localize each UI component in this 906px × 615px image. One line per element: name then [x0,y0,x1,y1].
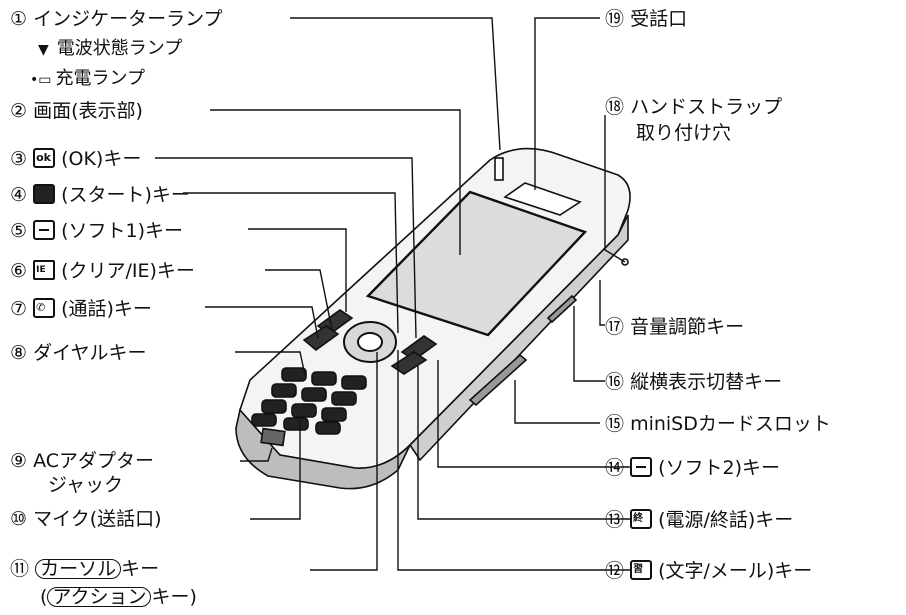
label-ok-key: ③ ok(OK)キー [10,148,142,170]
label-minisd-slot: ⑮ miniSDカードスロット [605,413,831,435]
leader-lines [155,17,640,571]
side-keys [546,294,578,324]
mail-key-icon: 習 [630,560,653,580]
power-key-icon: 終 [630,509,653,529]
dial-keys [251,367,367,435]
minisd-slot [468,353,528,407]
label-mail-key: ⑫ 習(文字/メール)キー [605,560,813,582]
label-cursor-key: ⑪ カーソルキー [10,558,160,580]
indicator-lamp [494,157,504,181]
center-key [357,332,383,352]
label-charge-lamp: •▭充電ランプ [30,68,145,89]
label-volume-key: ⑰ 音量調節キー [605,316,745,338]
label-call-key: ⑦ ✆(通話)キー [10,298,152,320]
soft-key-icon [33,220,56,240]
label-strap-hole-line2: 取り付け穴 [636,122,732,144]
label-earpiece: ⑲ 受話口 [605,8,688,30]
label-screen: ② 画面(表示部) [10,100,143,122]
screen [365,190,588,337]
label-power-key: ⑬ 終(電源/終話)キー [605,509,794,531]
label-ac-jack-line2: ジャック [48,474,124,496]
label-signal-lamp: ▼電波状態ランプ [38,38,183,59]
label-indicator-lamp: ① インジケーターランプ [10,8,223,30]
label-ac-jack: ⑨ ACアダプター [10,450,155,472]
earpiece [503,182,582,216]
label-orientation-key: ⑯ 縦横表示切替キー [605,371,783,393]
label-dial-keys: ⑧ ダイヤルキー [10,342,147,364]
label-start-key: ④ (スタート)キー [10,184,190,206]
clear-key-icon: IE [33,260,56,280]
end-key [390,351,428,375]
start-key-icon [33,184,56,204]
call-key [302,325,340,352]
antenna-icon: ▼ [38,42,49,58]
label-clear-key: ⑥ IE(クリア/IE)キー [10,260,195,282]
ok-key-icon: ok [33,148,56,168]
call-key-icon: ✆ [33,298,56,318]
side-edge [408,214,629,462]
label-soft1-key: ⑤ (ソフト1)キー [10,220,184,242]
label-microphone: ⑩ マイク(送話口) [10,508,162,530]
charge-icon: •▭ [30,72,52,88]
ac-jack [260,427,286,447]
label-soft2-key: ⑭ (ソフト2)キー [605,457,780,479]
label-strap-hole: ⑱ ハンドストラップ [605,96,783,118]
label-action-key: (アクションキー) [40,586,197,608]
soft-key-icon [630,457,653,477]
